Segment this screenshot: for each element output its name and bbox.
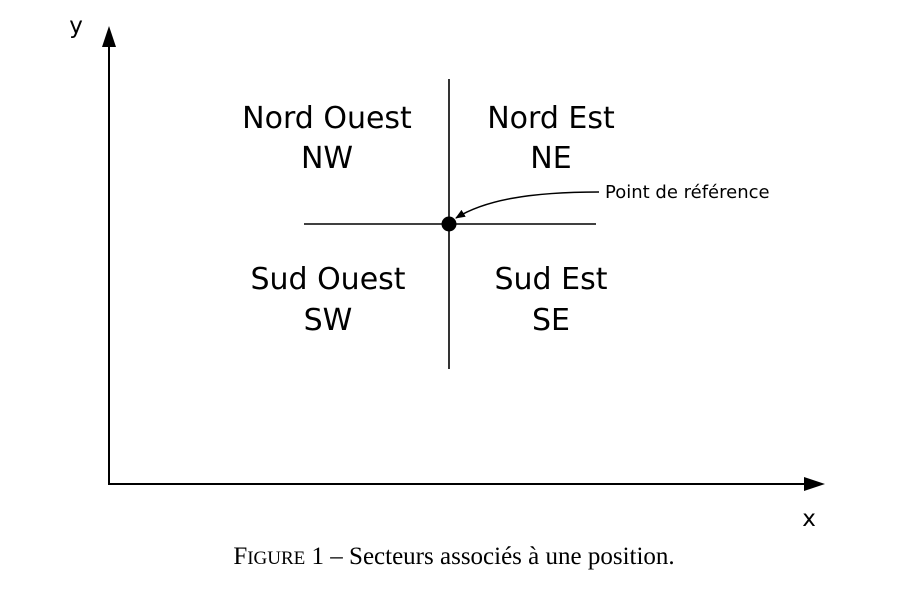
figure-caption: FIGURE 1 – Secteurs associés à une posit…	[0, 543, 908, 571]
reference-point-label: Point de référence	[605, 182, 770, 203]
x-axis-arrowhead	[804, 477, 825, 491]
caption-figure-initial: F	[233, 543, 248, 570]
quadrant-nw-name: Nord Ouest	[242, 101, 412, 136]
caption-figure-number: 1	[311, 543, 325, 570]
quadrant-ne-code: NE	[530, 141, 571, 176]
x-axis-label: x	[802, 506, 816, 532]
quadrant-se-name: Sud Est	[495, 262, 608, 297]
reference-point-dot	[441, 216, 457, 232]
quadrant-se-code: SE	[532, 303, 570, 338]
reference-point-arrow	[455, 191, 600, 219]
caption-separator: –	[330, 543, 343, 570]
caption-text: Secteurs associés à une position.	[349, 543, 675, 570]
quadrant-ne-name: Nord Est	[487, 101, 615, 136]
quadrant-sw-name: Sud Ouest	[250, 262, 405, 297]
y-axis-arrowhead	[102, 26, 116, 47]
y-axis-label: y	[69, 13, 83, 39]
caption-figure-word: IGURE	[247, 548, 306, 569]
quadrant-nw-code: NW	[301, 141, 353, 176]
quadrant-sw-code: SW	[304, 303, 353, 338]
